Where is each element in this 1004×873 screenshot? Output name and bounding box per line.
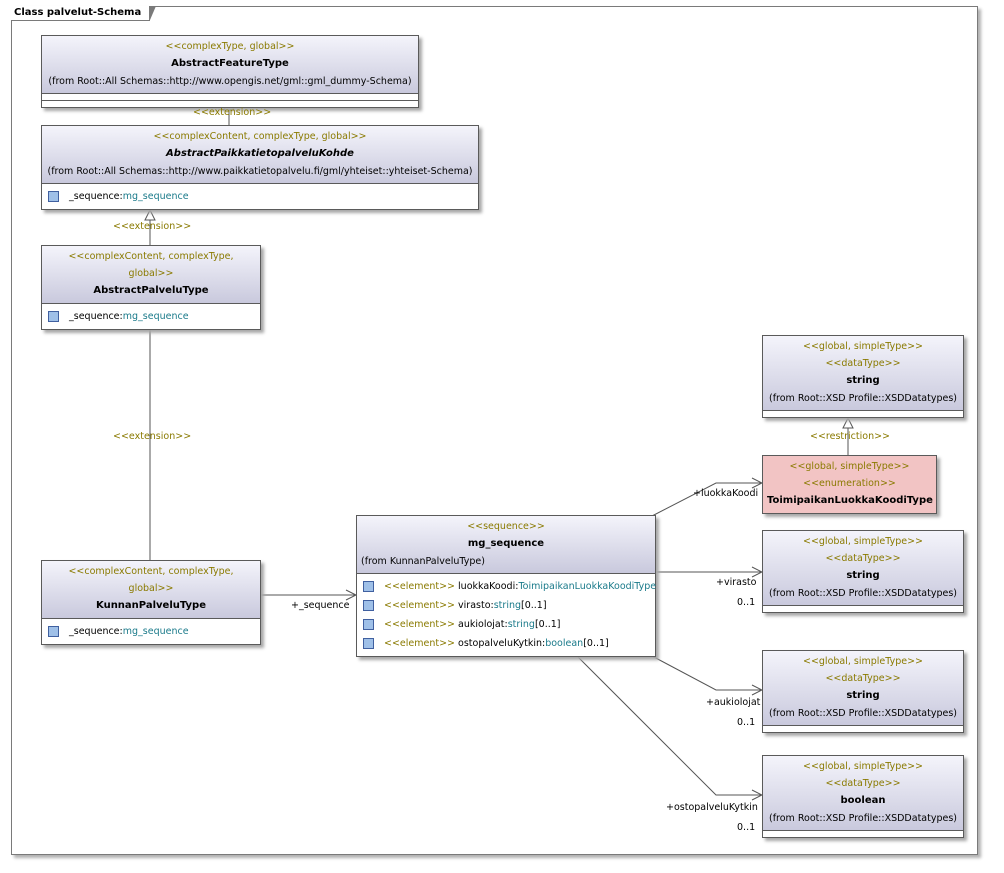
attribute-row: <<element>> aukiolojat:string[0..1] <box>363 615 651 634</box>
role-luokkakoodi: +luokkaKoodi <box>693 488 759 499</box>
class-name: string <box>846 375 880 386</box>
role-sequence: +_sequence <box>291 600 350 611</box>
class-mg-sequence[interactable]: <<sequence>> mg_sequence (from KunnanPal… <box>356 515 656 657</box>
attribute-row: _sequence:mg_sequence <box>48 307 256 326</box>
class-name: KunnanPalveluType <box>96 600 206 611</box>
stereotype-label: <<global, simpleType>> <box>802 761 924 772</box>
role-aukiolojat: +aukiolojat <box>706 697 761 708</box>
association-osto <box>577 656 762 796</box>
class-origin: (from Root::All Schemas::http://www.open… <box>48 76 412 87</box>
role-virasto: +virasto <box>716 577 757 588</box>
generalization-arrow-4 <box>842 416 854 429</box>
extension-label-1: <<extension>> <box>193 107 272 118</box>
attribute-row: <<element>> ostopalveluKytkin:boolean[0.… <box>363 634 651 653</box>
class-abstract-palvelu-type[interactable]: <<complexContent, complexType, global>> … <box>41 245 261 330</box>
class-name: string <box>846 570 880 581</box>
class-name: string <box>846 690 880 701</box>
attribute-icon <box>363 638 374 649</box>
stereotype-label: <<complexContent, complexType, global>> <box>153 131 367 142</box>
class-name: boolean <box>840 795 886 806</box>
class-origin: (from Root::XSD Profile::XSDDatatypes) <box>769 393 957 404</box>
mult-aukiolojat: 0..1 <box>737 717 756 728</box>
class-origin: (from Root::All Schemas::http://www.paik… <box>47 166 473 177</box>
stereotype-label: <<sequence>> <box>467 521 545 532</box>
class-name: AbstractPaikkatietopalveluKohde <box>166 148 354 159</box>
generalization-arrow-2 <box>144 208 156 221</box>
class-abstract-feature-type[interactable]: <<complexType, global>> AbstractFeatureT… <box>41 35 419 108</box>
class-name: ToimipaikanLuokkaKoodiType <box>767 495 933 506</box>
stereotype-label: <<dataType>> <box>825 778 901 789</box>
class-abstract-paikkatietopalvelu-kohde[interactable]: <<complexContent, complexType, global>> … <box>41 125 479 210</box>
attribute-icon <box>48 311 59 322</box>
extension-label-3: <<extension>> <box>113 431 192 442</box>
attribute-icon <box>48 191 59 202</box>
class-string-top[interactable]: <<global, simpleType>> <<dataType>> stri… <box>762 335 964 418</box>
association-luokka <box>651 482 762 517</box>
mult-ostopalvelukytkin: 0..1 <box>737 822 756 833</box>
class-origin: (from KunnanPalveluType) <box>361 556 485 567</box>
stereotype-label: <<dataType>> <box>825 553 901 564</box>
class-name: mg_sequence <box>467 538 545 549</box>
class-origin: (from Root::XSD Profile::XSDDatatypes) <box>769 813 957 824</box>
stereotype-label: <<global, simpleType>> <box>802 341 924 352</box>
class-name: AbstractFeatureType <box>171 58 289 69</box>
class-toimipaikan-luokka-koodi-type[interactable]: <<global, simpleType>> <<enumeration>> T… <box>762 455 937 514</box>
class-kunnan-palvelu-type[interactable]: <<complexContent, complexType, global>> … <box>41 560 261 645</box>
class-string-aukiolo[interactable]: <<global, simpleType>> <<dataType>> stri… <box>762 650 964 733</box>
class-origin: (from Root::XSD Profile::XSDDatatypes) <box>769 708 957 719</box>
attribute-row: <<element>> virasto:string[0..1] <box>363 596 651 615</box>
stereotype-label: <<global, simpleType>> <box>789 461 910 472</box>
attribute-row: _sequence:mg_sequence <box>48 622 256 641</box>
restriction-label: <<restriction>> <box>810 431 891 442</box>
attribute-row: _sequence:mg_sequence <box>48 187 474 206</box>
class-boolean[interactable]: <<global, simpleType>> <<dataType>> bool… <box>762 755 964 838</box>
stereotype-label: <<enumeration>> <box>803 478 896 489</box>
class-origin: (from Root::XSD Profile::XSDDatatypes) <box>769 588 957 599</box>
stereotype-label: <<dataType>> <box>825 358 901 369</box>
attribute-icon <box>363 600 374 611</box>
attribute-icon <box>48 626 59 637</box>
attribute-icon <box>363 619 374 630</box>
attribute-row: <<element>> luokkaKoodi:ToimipaikanLuokk… <box>363 577 656 596</box>
extension-label-2: <<extension>> <box>113 221 192 232</box>
class-name: AbstractPalveluType <box>93 285 209 296</box>
attribute-icon <box>363 581 374 592</box>
stereotype-label: <<complexType, global>> <box>165 41 295 52</box>
stereotype-label: <<complexContent, complexType, global>> <box>68 566 234 594</box>
role-ostopalvelukytkin: +ostopalveluKytkin <box>666 802 758 813</box>
stereotype-label: <<complexContent, complexType, global>> <box>68 251 234 279</box>
stereotype-label: <<global, simpleType>> <box>802 656 924 667</box>
association-aukiolo <box>651 655 762 691</box>
mult-virasto: 0..1 <box>737 597 756 608</box>
stereotype-label: <<global, simpleType>> <box>802 536 924 547</box>
stereotype-label: <<dataType>> <box>825 673 901 684</box>
diagram-title: Class palvelut-Schema <box>11 6 157 21</box>
class-string-virasto[interactable]: <<global, simpleType>> <<dataType>> stri… <box>762 530 964 613</box>
